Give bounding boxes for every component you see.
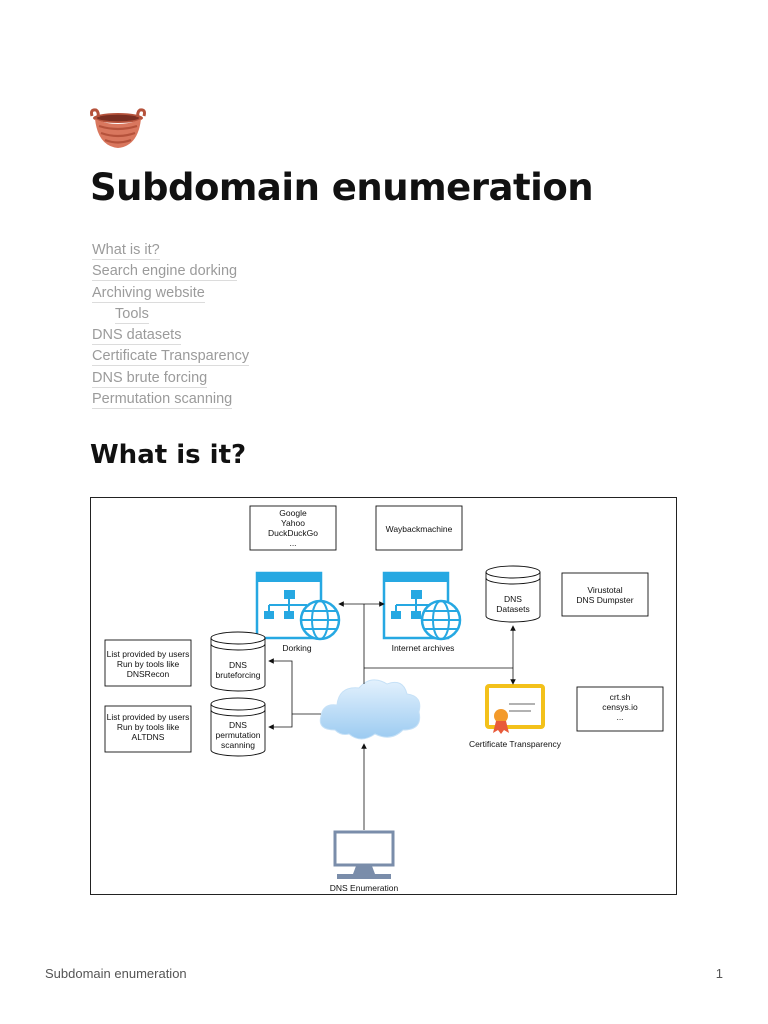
svg-text:Yahoo: Yahoo [281,518,305,528]
svg-text:...: ... [289,538,296,548]
page-title: Subdomain enumeration [90,166,594,209]
search-engines-box: Google Yahoo DuckDuckGo ... [249,505,337,551]
svg-text:DNSRecon: DNSRecon [127,669,170,679]
svg-text:Google: Google [279,508,307,518]
svg-text:...: ... [616,712,623,722]
virustotal-box: Virustotal DNS Dumpster [561,572,649,617]
users-list-box-altdns: List provided by users Run by tools like… [104,705,192,753]
svg-text:Datasets: Datasets [496,604,530,614]
svg-text:Virustotal: Virustotal [587,585,622,595]
toc-item[interactable]: DNS datasets [92,327,182,346]
toc-item[interactable]: Tools [115,305,149,324]
internet-archives-label: Internet archives [392,643,455,653]
certificate-icon [485,684,545,734]
svg-text:DNS Dumpster: DNS Dumpster [576,595,633,605]
svg-text:Waybackmachine: Waybackmachine [386,524,453,534]
toc-item[interactable]: Certificate Transparency [92,348,250,367]
users-list-box-dnsrecon: List provided by users Run by tools like… [104,639,192,687]
svg-text:Run by tools like: Run by tools like [117,659,180,669]
dns-permutation-cylinder: DNS permutation scanning [210,697,266,757]
svg-text:DuckDuckGo: DuckDuckGo [268,528,318,538]
dns-datasets-cylinder: DNS Datasets [485,565,541,623]
crt-sh-box: crt.sh censys.io ... [576,686,664,732]
svg-text:Run by tools like: Run by tools like [117,722,180,732]
dorking-sitemap-icon [255,571,341,641]
dns-enumeration-label: DNS Enumeration [330,883,399,893]
svg-text:DNS: DNS [504,594,522,604]
svg-text:crt.sh: crt.sh [610,692,631,702]
svg-text:scanning: scanning [221,740,255,750]
svg-text:bruteforcing: bruteforcing [216,670,261,680]
table-of-contents: What is it? Search engine dorking Archiv… [92,240,250,410]
cloud-icon [319,679,421,740]
svg-text:List provided by users: List provided by users [107,712,190,722]
diagram-connectors [268,601,516,830]
toc-item[interactable]: Search engine dorking [92,263,238,282]
computer-icon [333,830,395,879]
internet-archives-icon [382,571,462,641]
svg-text:censys.io: censys.io [602,702,638,712]
svg-text:List provided by users: List provided by users [107,649,190,659]
dorking-label: Dorking [282,643,312,653]
toc-item[interactable]: Permutation scanning [92,391,233,410]
svg-text:permutation: permutation [216,730,261,740]
toc-item[interactable]: Archiving website [92,284,205,303]
basket-icon [90,108,146,148]
toc-item[interactable]: DNS brute forcing [92,369,208,388]
footer-page-number: 1 [715,966,723,981]
toc-item[interactable]: What is it? [92,242,160,260]
footer-title: Subdomain enumeration [45,966,187,981]
svg-text:DNS: DNS [229,660,247,670]
svg-text:ALTDNS: ALTDNS [132,732,165,742]
svg-text:DNS: DNS [229,720,247,730]
cert-transparency-label: Certificate Transparency [469,739,562,749]
subdomain-diagram: Google Yahoo DuckDuckGo ... Waybackmachi… [90,497,677,895]
section-heading: What is it? [90,440,247,470]
dns-bruteforcing-cylinder: DNS bruteforcing [210,631,266,692]
waybackmachine-box: Waybackmachine [375,505,463,551]
